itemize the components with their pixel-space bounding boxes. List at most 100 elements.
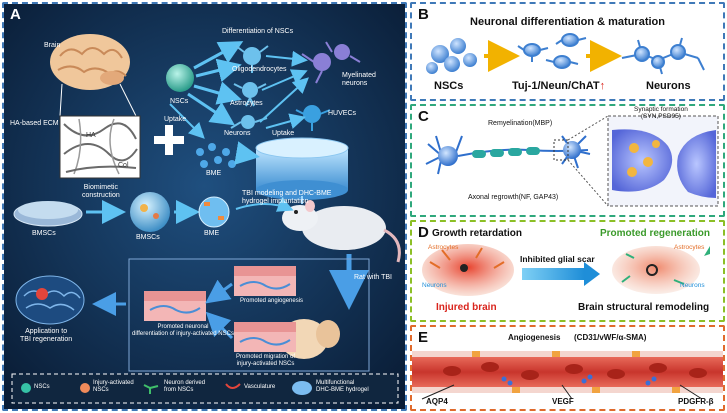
legend-nscs: NSCs: [34, 384, 50, 390]
panel-e: E Angiogenesis (CD31/vWF/α-SMA) AQP4 VEG…: [410, 325, 725, 411]
label-inhibited: Inhibited glial scar: [520, 254, 595, 264]
injured-brain-tissue: [422, 244, 514, 296]
label-uptake-1: Uptake: [164, 116, 187, 123]
label-injured: Injured brain: [436, 302, 497, 313]
tissue-block-differentiation: [144, 291, 206, 321]
panel-c-label: C: [418, 108, 429, 125]
panel-b-label: B: [418, 6, 429, 23]
label-brain: Brain: [44, 42, 61, 49]
label-astrocytes-left: Astrocytes: [428, 244, 459, 251]
neuron-right-soma: [563, 141, 581, 159]
legend-injury: Injury-activated NSCs: [93, 380, 134, 393]
label-remodeling: Brain structural remodeling: [578, 302, 710, 313]
label-myelinated: Myelinated neurons: [342, 72, 376, 87]
legend-neuron: Neuron derived from NSCs: [164, 380, 206, 393]
panel-b-illustration: [426, 33, 705, 75]
label-neurons: Neurons: [224, 130, 251, 137]
panel-b: B Neuronal differentiation & maturation …: [410, 2, 725, 101]
oligodendrocyte-cell: [235, 45, 269, 73]
brain-illustration: [50, 34, 130, 90]
blood-vessel: [412, 351, 723, 393]
label-nscs: NSCs: [170, 98, 189, 105]
label-aqp4: AQP4: [426, 397, 448, 406]
label-tbi-modeling: TBI modeling and DHC-BME hydrogel implan…: [242, 190, 332, 205]
label-migration: Promoted migration of injury-activated N…: [236, 354, 296, 367]
neuron-left: [425, 135, 463, 175]
synapse-illustration: [612, 129, 716, 198]
label-pdgfr: PDGFR-β: [678, 397, 714, 406]
tissue-block-angiogenesis: [234, 266, 296, 296]
astrocyte-cell: [233, 82, 267, 107]
label-ha: HA: [86, 132, 96, 139]
plus-icon: [154, 125, 184, 155]
label-b-nscs: NSCs: [434, 80, 464, 92]
label-bme-2: BME: [204, 230, 220, 237]
human-brain-application: [15, 275, 85, 325]
label-b-neurons: Neurons: [646, 80, 691, 92]
myelinated-neurons: [301, 41, 361, 84]
panel-e-label: E: [418, 329, 429, 346]
legend-nscs-marker: [21, 383, 31, 393]
label-huvecs: HUVECs: [328, 110, 357, 117]
panel-e-illustration: [412, 351, 723, 400]
panel-a-illustration: [4, 4, 405, 409]
bmscs-dish: [13, 201, 83, 227]
label-oligodendrocytes: Oligodendrocytes: [232, 66, 287, 73]
label-bmscs-2: BMSCs: [136, 234, 160, 241]
legend-vasculature-marker: [225, 383, 241, 389]
bmsc-cell: [130, 192, 170, 232]
label-axonal: Axonal regrowth(NF, GAP43): [468, 194, 559, 201]
label-b-markers: Tuj-1/Neun/ChAT↑: [512, 80, 606, 92]
mature-neurons: [621, 37, 705, 75]
label-col: Col: [118, 162, 129, 169]
label-vegf: VEGF: [552, 397, 574, 406]
hydrogel-cylinder: [255, 137, 349, 200]
label-markers-e: (CD31/vWF/α-SMA): [574, 333, 647, 342]
neuron-cell: [230, 115, 268, 129]
immature-neurons: [517, 33, 587, 69]
panel-d-illustration: [422, 244, 710, 296]
panel-a-label: A: [10, 6, 21, 23]
bme-particles: [196, 143, 236, 168]
label-growth: Growth retardation: [432, 228, 523, 239]
label-differentiation: Differentiation of NSCs: [222, 28, 294, 35]
panel-d-label: D: [418, 224, 429, 241]
nsc-cluster: [426, 38, 477, 74]
label-promoted: Promoted regeneration: [600, 228, 711, 239]
regenerating-brain-tissue: [612, 246, 700, 294]
panel-c: C Remyelination(MBP) Synaptic formation …: [410, 104, 725, 217]
neuron-left-soma: [438, 146, 458, 166]
panel-a: A Brain HA-based ECM HA Col Biomimetic c…: [2, 2, 407, 411]
huvec-cell: [295, 105, 331, 131]
label-application: Application to TBI regeneration: [20, 328, 73, 343]
label-astrocytes: Astrocytes: [230, 100, 263, 107]
label-remyelination: Remyelination(MBP): [488, 120, 553, 127]
label-angiogenesis-e: Angiogenesis: [508, 333, 561, 342]
nsc-cell: [166, 64, 194, 92]
panel-c-illustration: [425, 115, 719, 207]
label-synaptic: Synaptic formation (SYN,PSD95): [634, 106, 688, 120]
ecm-network: [59, 115, 141, 179]
label-biomimetic: Biomimetic construction: [82, 184, 120, 199]
label-rat-tbi: Rat with TBI: [354, 274, 392, 281]
green-arrow-icon: [704, 246, 710, 256]
label-neurons-right: Neurons: [680, 282, 705, 289]
legend-neuron-marker: [143, 384, 159, 394]
label-uptake-2: Uptake: [272, 130, 295, 137]
label-ha-ecm: HA-based ECM: [10, 120, 59, 127]
panel-d: D Growth retardation Promoted regenerati…: [410, 220, 725, 322]
legend-injury-marker: [80, 383, 90, 393]
label-neuronal-diff: Promoted neuronal differentiation of inj…: [132, 324, 234, 337]
label-angiogenesis: Promoted angiogenesis: [240, 298, 304, 304]
bme-vesicle: [198, 196, 230, 228]
inhibited-glial-scar-arrow: [522, 262, 600, 286]
tissue-block-migration: [234, 322, 296, 352]
panel-b-title: Neuronal differentiation & maturation: [470, 16, 665, 28]
label-bme-1: BME: [206, 170, 222, 177]
label-astrocytes-right: Astrocytes: [674, 244, 705, 251]
legend-hydrogel: Multifunctional DHC-BME hydrogel: [316, 380, 369, 393]
legend-vasculature: Vasculature: [244, 384, 276, 390]
label-bmscs-1: BMSCs: [32, 230, 56, 237]
legend-hydrogel-marker: [292, 381, 312, 395]
label-neurons-left: Neurons: [422, 282, 447, 289]
